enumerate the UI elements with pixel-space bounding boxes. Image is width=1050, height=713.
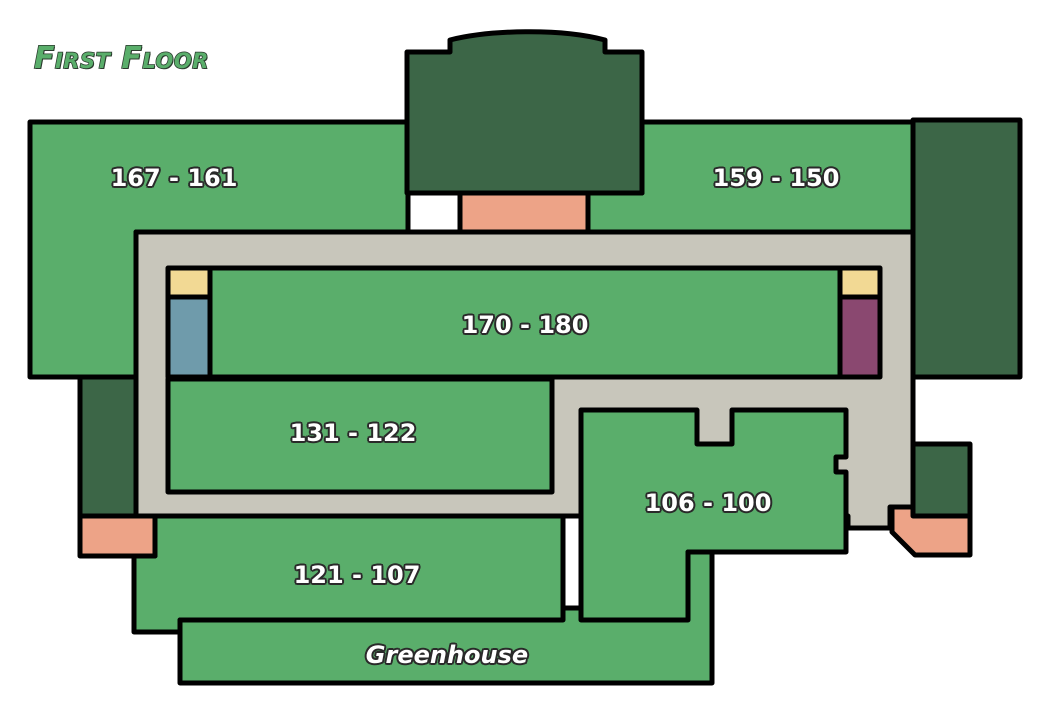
dark-block-right[interactable]	[910, 117, 1023, 380]
room-label-rooms-167-161[interactable]: 167 - 161	[110, 164, 238, 192]
dark-block-left[interactable]	[77, 374, 139, 519]
restroom-top-left[interactable]	[165, 265, 213, 300]
greenhouse[interactable]	[177, 549, 715, 686]
restroom-left[interactable]	[165, 294, 213, 380]
entrance-left[interactable]	[77, 513, 158, 559]
restroom-right[interactable]	[837, 294, 883, 380]
dark-block-right-lower[interactable]	[910, 441, 973, 519]
entrance-right[interactable]	[889, 504, 973, 558]
room-label-rooms-106-100[interactable]: 106 - 100	[644, 489, 772, 517]
room-label-rooms-159-150[interactable]: 159 - 150	[712, 164, 840, 192]
room-131-122[interactable]	[165, 376, 555, 495]
room-label-rooms-131-122[interactable]: 131 - 122	[289, 419, 417, 447]
dark-block-top-center[interactable]	[404, 29, 645, 196]
entrance-top[interactable]	[457, 190, 591, 235]
room-label-rooms-170-180[interactable]: 170 - 180	[461, 311, 589, 339]
floor-title: First Floor	[33, 41, 209, 76]
room-label-rooms-121-107[interactable]: 121 - 107	[293, 561, 421, 589]
room-label-greenhouse[interactable]: Greenhouse	[365, 641, 529, 669]
restroom-top-right[interactable]	[837, 265, 883, 300]
